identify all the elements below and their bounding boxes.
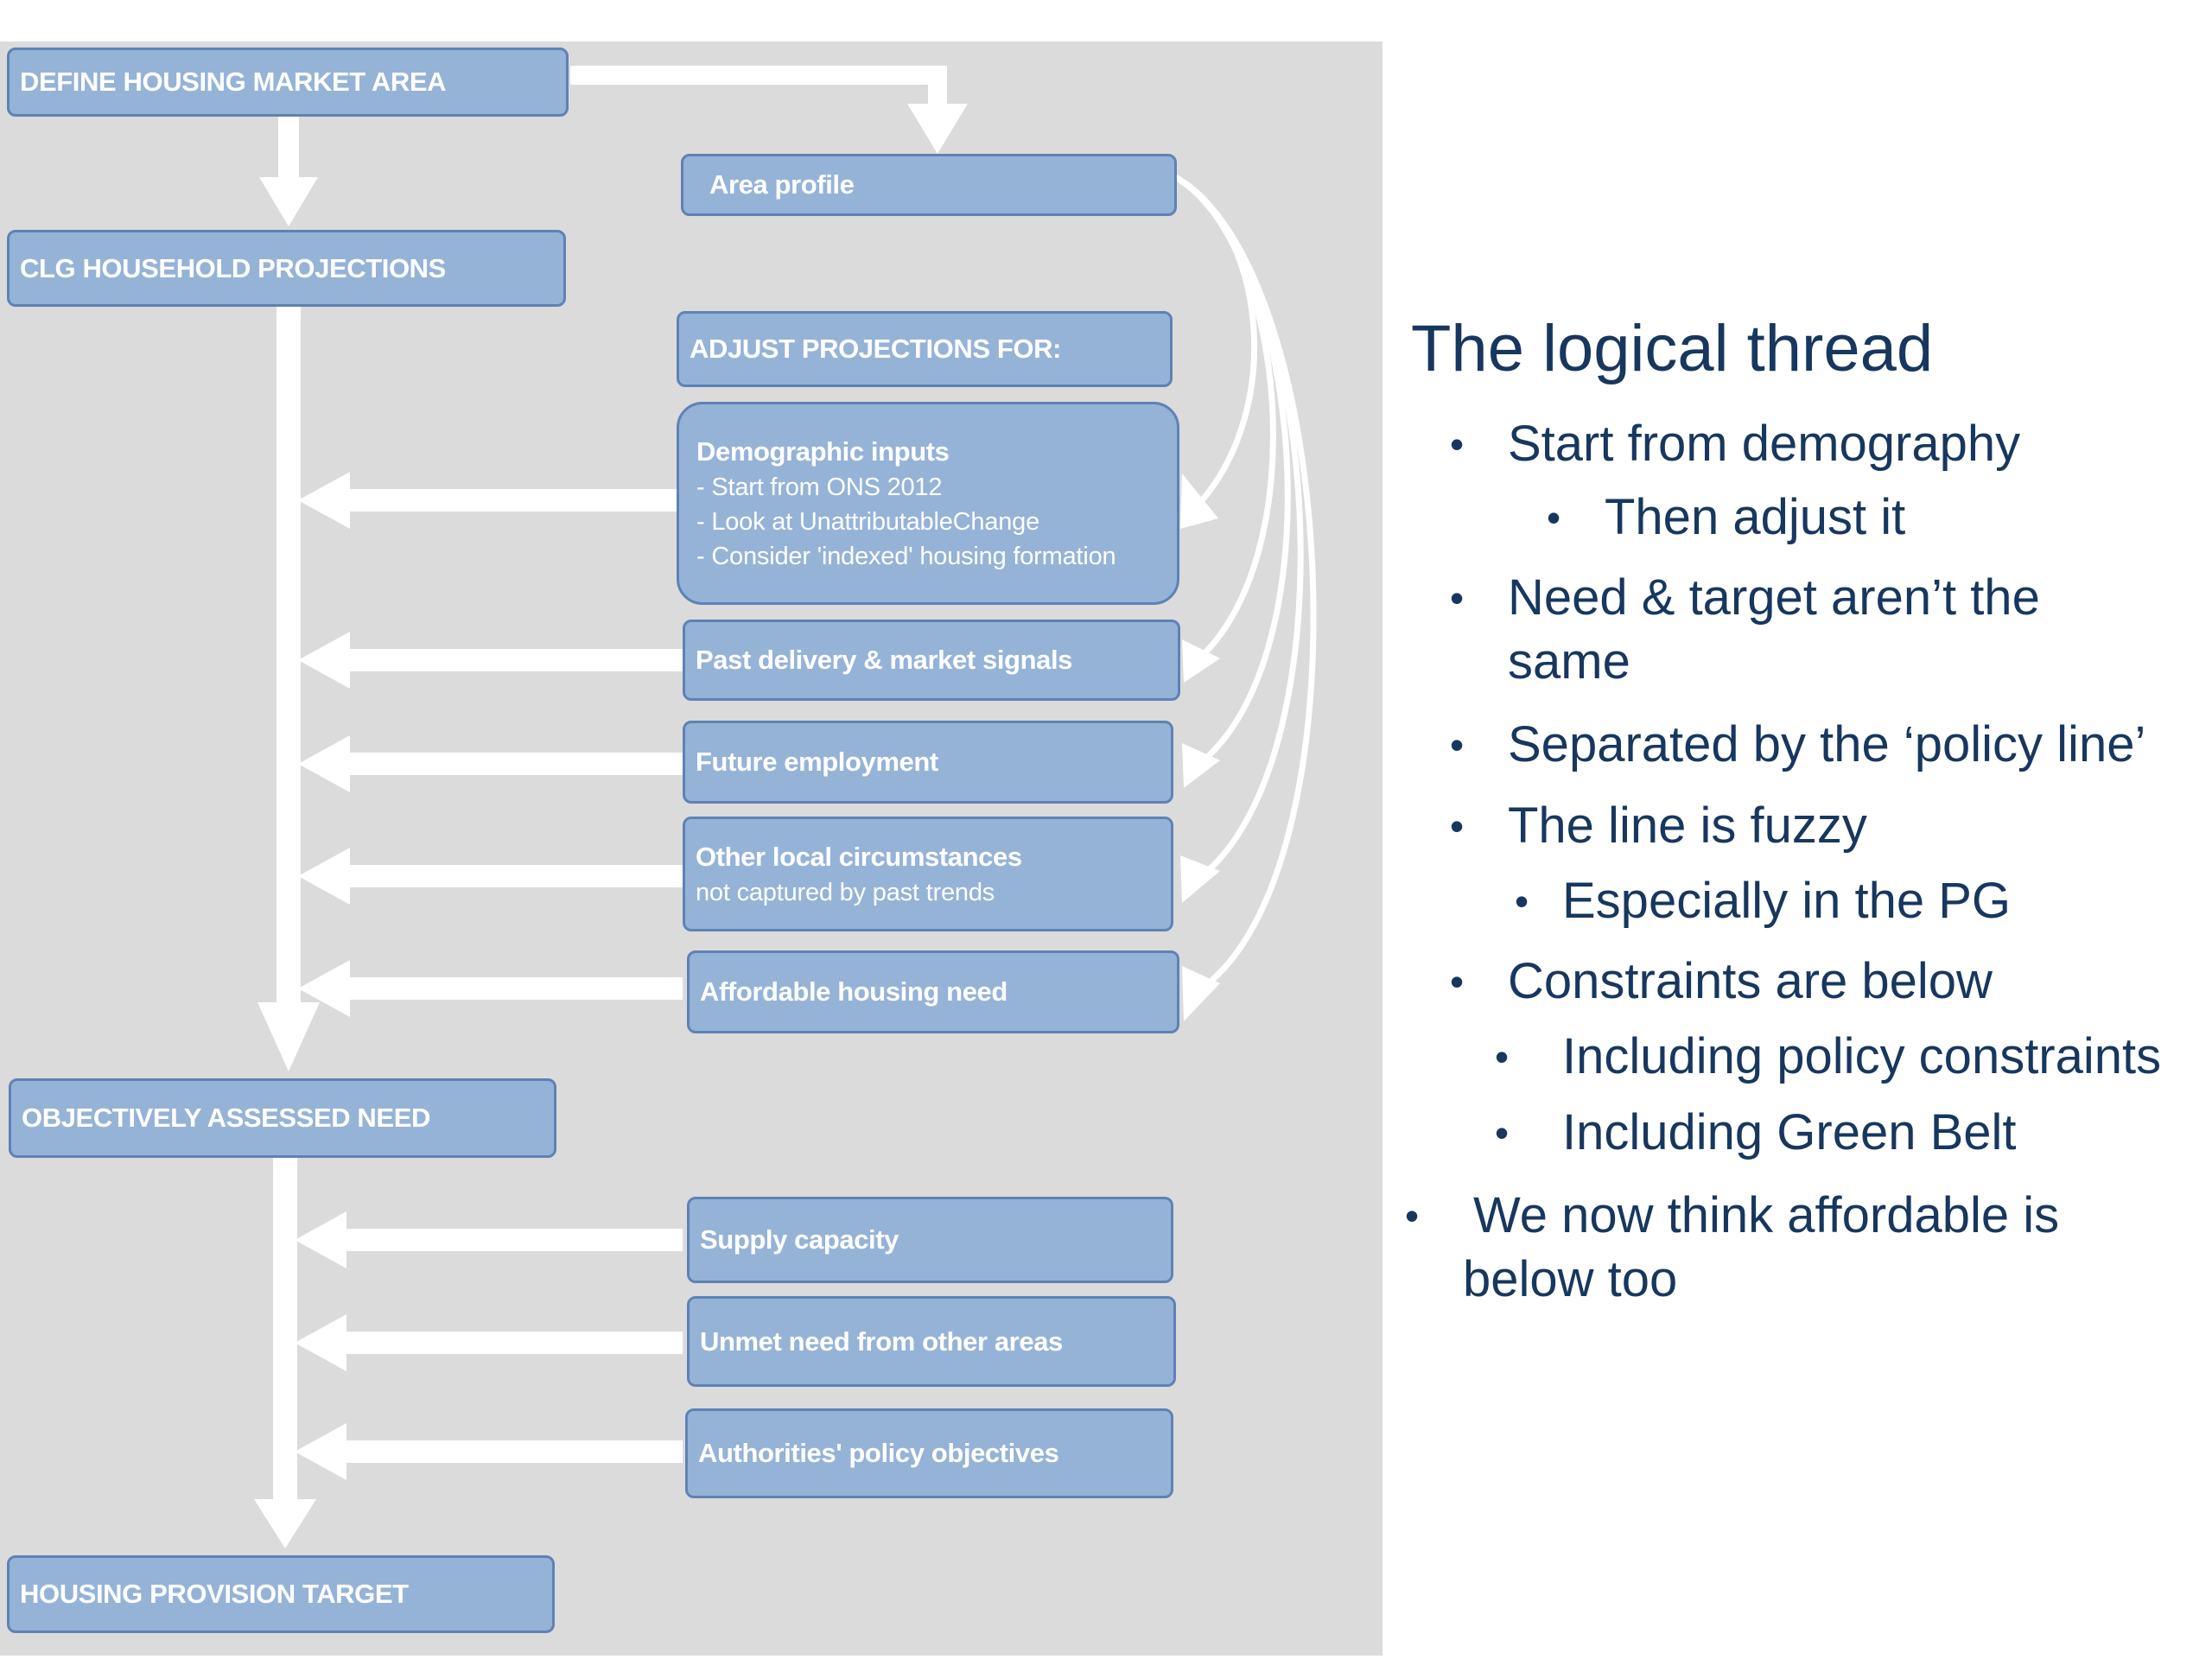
bullet-marker: • — [1450, 575, 1465, 620]
stage-housing-provision-target: HOUSING PROVISION TARGET — [7, 1555, 555, 1633]
spine-upper — [276, 307, 301, 1015]
bullet-affordable-line2: below too — [1463, 1251, 1678, 1307]
bullet-need-target-line1: Need & target aren’t the — [1508, 569, 2040, 626]
supply-capacity-box: Supply capacity — [687, 1197, 1173, 1283]
bullet-need-target-line2: same — [1508, 633, 1630, 690]
stage-define-housing-market-area: DEFINE HOUSING MARKET AREA — [7, 48, 569, 117]
affordable-housing-box: Affordable housing need — [687, 950, 1179, 1033]
bullet-marker: • — [1450, 422, 1465, 467]
unmet-need-box: Unmet need from other areas — [687, 1296, 1176, 1387]
arrow-supply — [346, 1229, 683, 1251]
demographic-title: Demographic inputs — [696, 435, 950, 467]
bullet-green-belt: Including Green Belt — [1562, 1104, 2017, 1160]
curve-to-demographic — [1173, 174, 1257, 508]
past-delivery-box: Past delivery & market signals — [683, 620, 1180, 701]
bullet-especially-pg: Especially in the PG — [1562, 873, 2012, 929]
arrowhead-clg — [259, 177, 318, 226]
bullet-constraints-below: Constraints are below — [1508, 953, 1993, 1009]
arrowhead-area-profile — [907, 104, 968, 154]
spine-lower — [273, 1158, 297, 1521]
arrow-define-to-area — [570, 66, 947, 85]
area-profile-label: Area profile — [709, 169, 855, 200]
affordable-label: Affordable housing need — [700, 976, 1007, 1007]
bullet-marker: • — [1547, 495, 1561, 540]
stage-target-label: HOUSING PROVISION TARGET — [20, 1579, 409, 1609]
arrow-future-employment — [346, 753, 683, 775]
adjust-projections-header: ADJUST PROJECTIONS FOR: — [677, 311, 1173, 387]
arrow-unmet — [346, 1332, 683, 1354]
stage-define-label: DEFINE HOUSING MARKET AREA — [20, 67, 447, 97]
bullet-marker: • — [1515, 879, 1529, 924]
past-delivery-label: Past delivery & market signals — [696, 645, 1073, 675]
curve-arrowhead-2 — [1182, 639, 1220, 683]
future-employment-box: Future employment — [683, 721, 1173, 804]
stage-objectively-assessed-need: OBJECTIVELY ASSESSED NEED — [9, 1078, 556, 1158]
stage-oan-label: OBJECTIVELY ASSESSED NEED — [22, 1103, 430, 1133]
stage-clg-household-projections: CLG HOUSEHOLD PROJECTIONS — [7, 230, 566, 307]
demographic-item-2: - Look at UnattributableChange — [696, 507, 1040, 536]
bullet-policy-constraints: Including policy constraints — [1562, 1028, 2162, 1084]
bullet-then-adjust-it: Then adjust it — [1605, 489, 1906, 545]
bullet-line-is-fuzzy: The line is fuzzy — [1508, 798, 1867, 854]
demographic-item-3: - Consider 'indexed' housing formation — [696, 542, 1116, 570]
stage-clg-label: CLG HOUSEHOLD PROJECTIONS — [20, 252, 446, 283]
other-local-box: Other local circumstances not captured b… — [683, 817, 1173, 931]
other-local-sub: not captured by past trends — [696, 878, 995, 906]
demographic-inputs-box: Demographic inputs - Start from ONS 2012… — [677, 402, 1179, 605]
policy-label: Authorities' policy objectives — [698, 1438, 1059, 1468]
arrow-other-local — [346, 865, 683, 887]
supply-label: Supply capacity — [700, 1224, 899, 1255]
arrow-past-delivery — [346, 649, 683, 671]
arrowhead-oan — [257, 1002, 320, 1071]
bullet-marker: • — [1450, 959, 1465, 1004]
bullet-marker: • — [1495, 1034, 1510, 1079]
bullet-marker: • — [1405, 1193, 1420, 1238]
area-profile-box: Area profile — [681, 154, 1177, 216]
adjust-header-label: ADJUST PROJECTIONS FOR: — [690, 334, 1062, 364]
bullet-start-from-demography: Start from demography — [1508, 416, 2021, 472]
arrow-affordable — [346, 977, 683, 1000]
future-employment-label: Future employment — [696, 747, 938, 777]
bullet-marker: • — [1450, 804, 1465, 849]
arrowhead-target — [254, 1499, 316, 1548]
bullet-policy-line: Separated by the ‘policy line’ — [1508, 716, 2146, 772]
slide-title: The logical thread — [1411, 312, 1934, 385]
arrow-policy — [346, 1440, 683, 1463]
unmet-label: Unmet need from other areas — [700, 1325, 1063, 1357]
other-local-title: Other local circumstances — [696, 841, 1022, 872]
curve-to-affordable — [1173, 174, 1317, 993]
bullet-affordable-line1: We now think affordable is — [1473, 1187, 2060, 1243]
demographic-item-1: - Start from ONS 2012 — [696, 473, 943, 501]
arrow-define-to-clg — [278, 117, 299, 186]
bullet-marker: • — [1495, 1110, 1510, 1155]
arrow-demographic — [346, 489, 683, 512]
bullet-marker: • — [1450, 722, 1465, 767]
curve-to-past-delivery — [1173, 174, 1276, 661]
policy-objectives-box: Authorities' policy objectives — [685, 1408, 1173, 1498]
